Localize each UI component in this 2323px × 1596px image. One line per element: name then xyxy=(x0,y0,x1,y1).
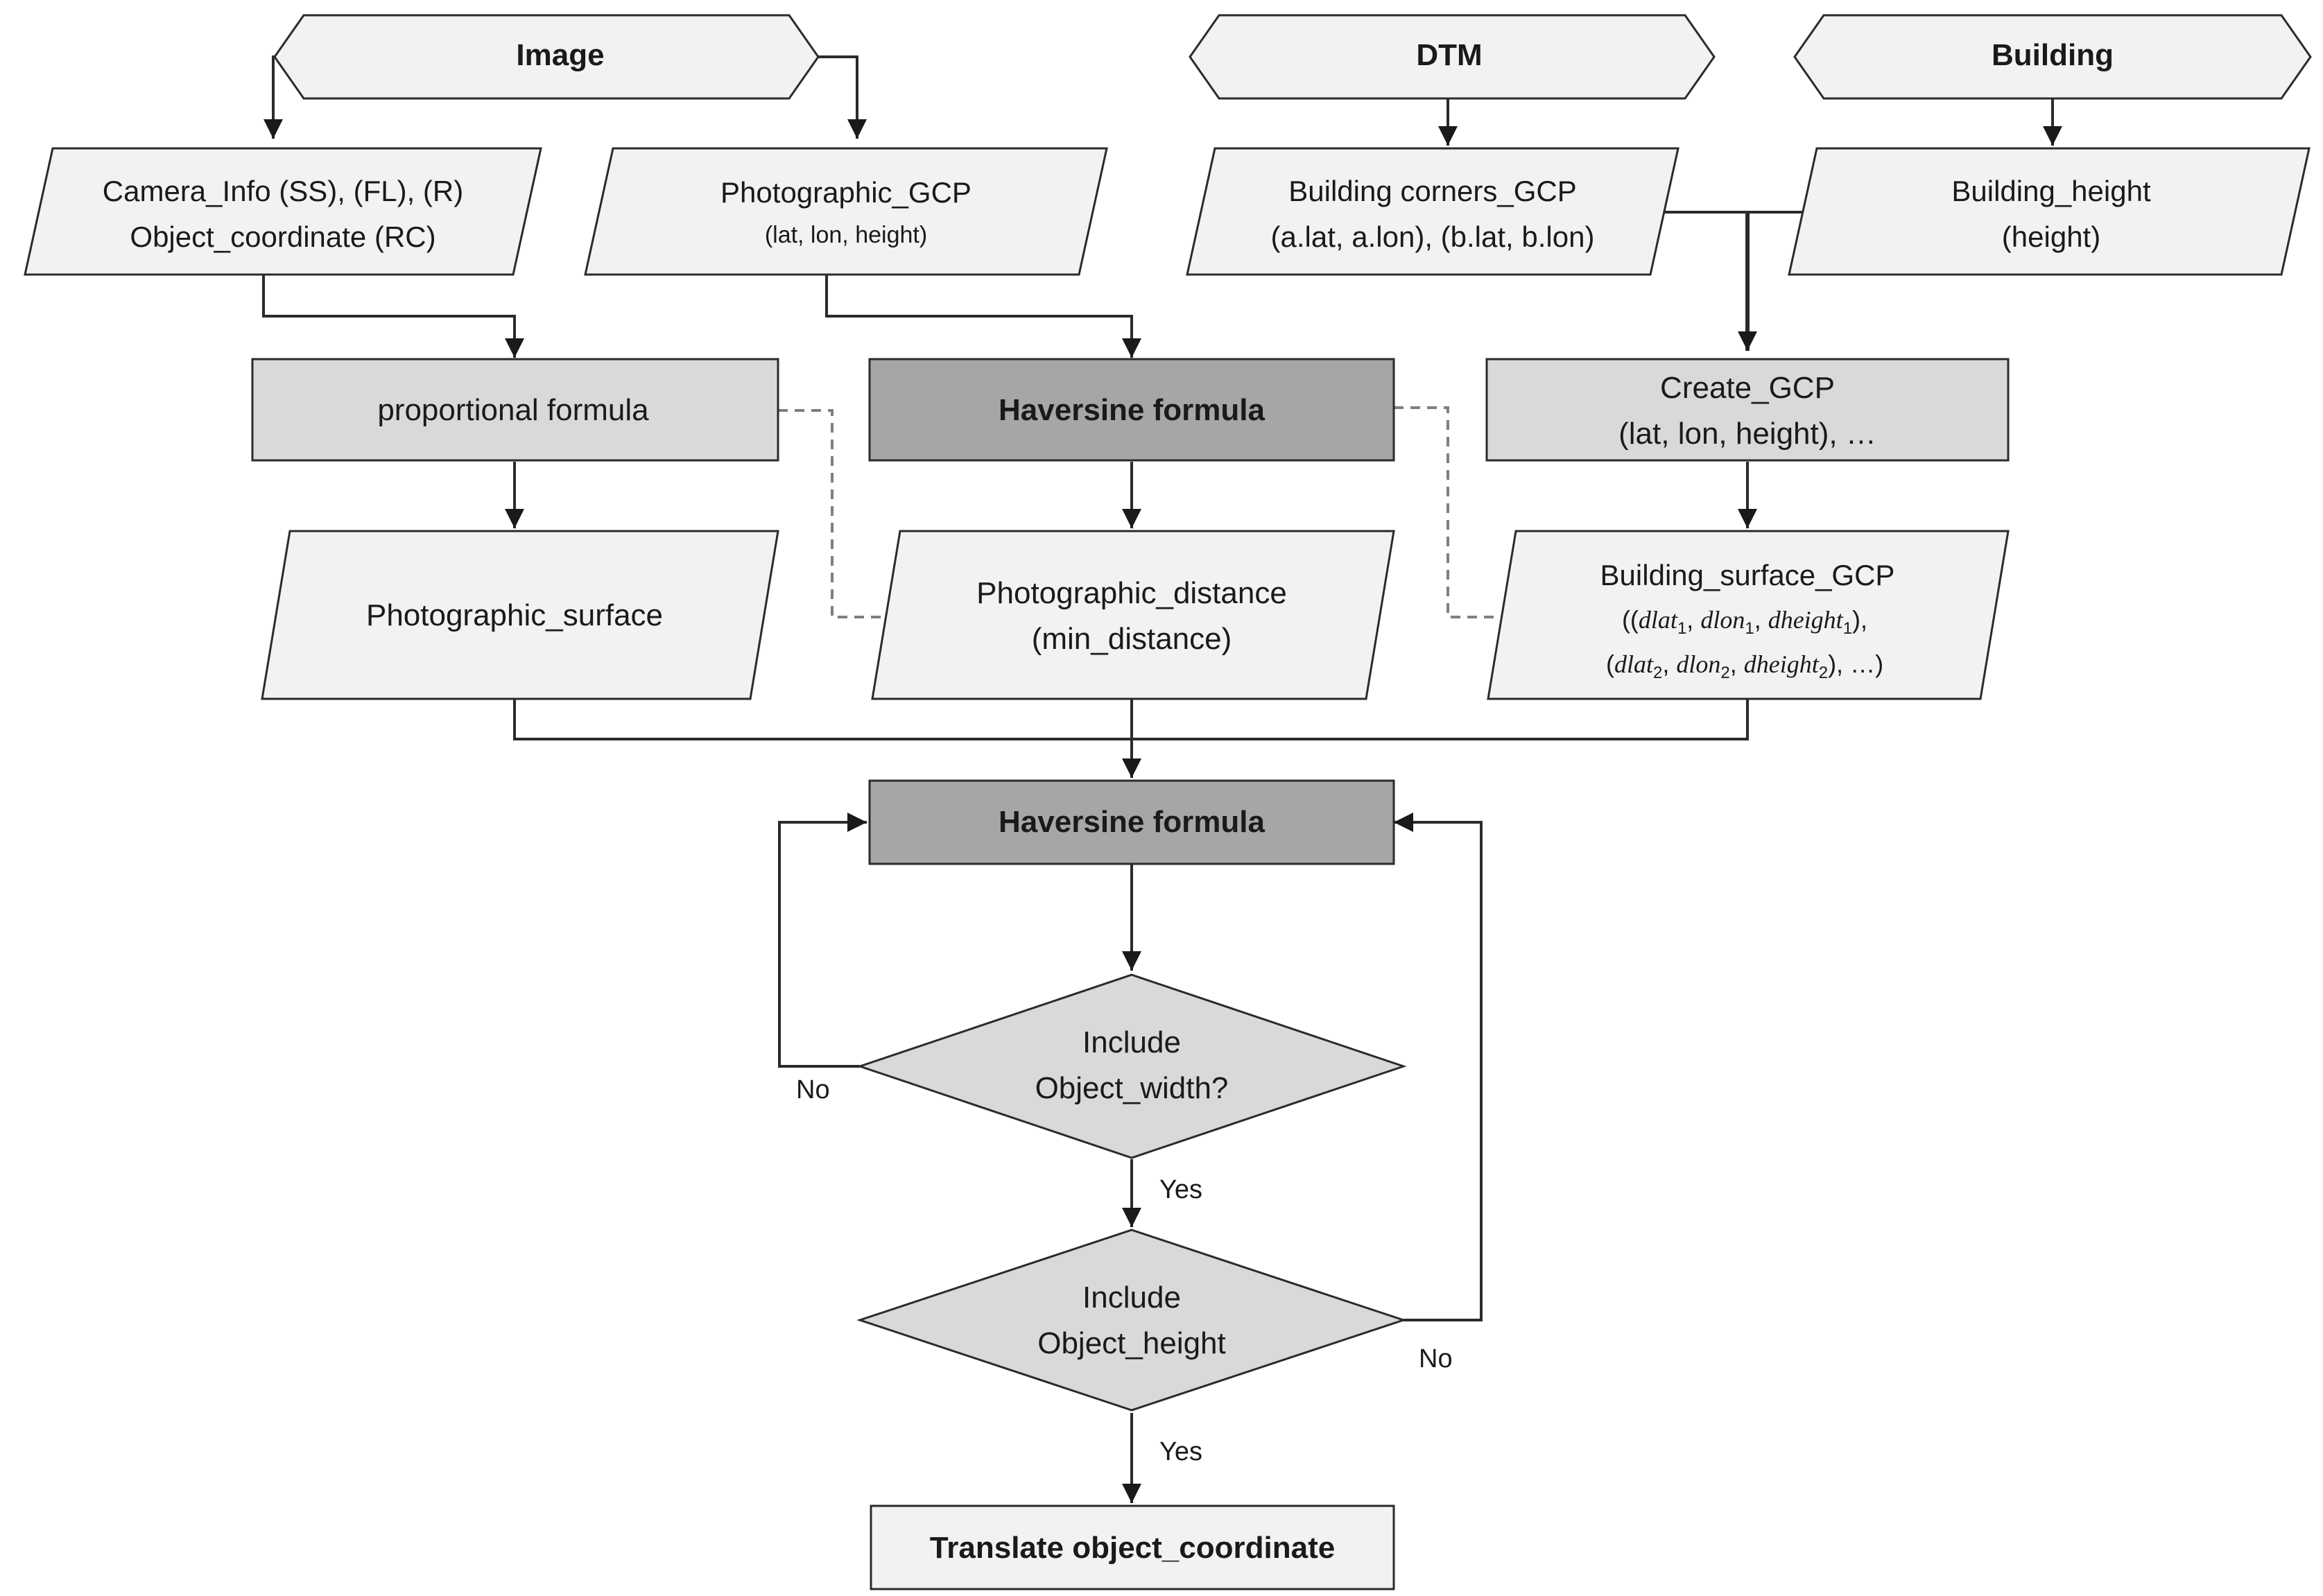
corners-line1: Building corners_GCP xyxy=(1288,175,1577,207)
connectors xyxy=(262,55,2062,1503)
data-photographic-gcp: Photographic_GCP (lat, lon, height) xyxy=(584,147,1108,276)
input-building: Building xyxy=(1793,14,2312,100)
bsurface-line1: Building_surface_GCP xyxy=(1600,559,1895,591)
data-building-surface: Building_surface_GCP ((dlat1, dlon1, dhe… xyxy=(1487,530,2010,700)
data-building-corners: Building corners_GCP (a.lat, a.lon), (b.… xyxy=(1186,147,1679,276)
bsurface-dlat-1: dlat xyxy=(1639,606,1678,634)
bsurface-dlat-2: dlat xyxy=(1614,650,1654,678)
decision-object-height: Include Object_height xyxy=(856,1229,1407,1412)
photo-distance-line2: (min_distance) xyxy=(1032,622,1232,656)
haversine1-label: Haversine formula xyxy=(999,393,1265,427)
process-proportional: proportional formula xyxy=(251,358,779,462)
camera-info-line2: Object_coordinate (RC) xyxy=(130,220,435,253)
edge-photo-gcp-to-haversine xyxy=(825,275,1141,358)
dashed-links xyxy=(778,406,1505,618)
bsurface-ellipsis: … xyxy=(1850,650,1875,678)
bheight-line2: (height) xyxy=(2002,220,2100,253)
process-haversine-1: Haversine formula xyxy=(868,358,1395,462)
bsurface-line2: ((dlat1, dlon1, dheight1), xyxy=(1622,605,1867,638)
corners-line2: (a.lat, a.lon), (b.lat, b.lon) xyxy=(1271,220,1595,253)
input-image: Image xyxy=(273,14,820,100)
label-height-yes: Yes xyxy=(1159,1437,1202,1466)
bsurface-dlon-2: dlon xyxy=(1676,650,1720,678)
bsurface-dheight-1: dheight xyxy=(1768,606,1844,634)
data-photographic-distance: Photographic_distance (min_distance) xyxy=(871,530,1395,700)
dashed-proportional-distance xyxy=(778,409,890,618)
data-photographic-surface: Photographic_surface xyxy=(261,530,779,700)
photo-gcp-line2: (lat, lon, height) xyxy=(765,222,927,248)
edge-width-no-loop xyxy=(778,813,867,1068)
dashed-haversine-bsurface xyxy=(1394,406,1505,618)
bsurface-dheight-2: dheight xyxy=(1744,650,1820,678)
edge-image-to-photo-gcp xyxy=(818,55,867,139)
data-building-height: Building_height (height) xyxy=(1788,147,2311,276)
bsurface-sub-2a: 2 xyxy=(1653,663,1662,682)
bsurface-dlon-1: dlon xyxy=(1700,606,1745,634)
photo-distance-line1: Photographic_distance xyxy=(976,576,1287,610)
edge-camera-to-proportional xyxy=(262,275,524,358)
width-line2: Object_width? xyxy=(1035,1071,1229,1105)
bsurface-line3: (dlat2, dlon2, dheight2), …) xyxy=(1606,650,1883,682)
input-image-label: Image xyxy=(516,38,604,72)
edge-height-no-loop xyxy=(1394,813,1483,1321)
camera-info-line1: Camera_Info (SS), (FL), (R) xyxy=(103,175,463,207)
bsurface-sub-1c: 1 xyxy=(1843,619,1852,638)
decision-object-width: Include Object_width? xyxy=(856,973,1407,1159)
bsurface-sub-1a: 1 xyxy=(1677,619,1686,638)
photo-gcp-line1: Photographic_GCP xyxy=(720,176,971,209)
height-line1: Include xyxy=(1082,1281,1181,1315)
output-label: Translate object_coordinate xyxy=(930,1531,1335,1565)
bsurface-sub-2b: 2 xyxy=(1720,663,1729,682)
proportional-label: proportional formula xyxy=(377,393,649,427)
data-camera-info: Camera_Info (SS), (FL), (R) Object_coord… xyxy=(24,147,542,276)
input-dtm-label: DTM xyxy=(1416,38,1482,72)
process-create-gcp: Create_GCP (lat, lon, height), … xyxy=(1485,358,2010,462)
input-building-label: Building xyxy=(1992,38,2114,72)
input-dtm: DTM xyxy=(1189,14,1716,100)
bheight-line1: Building_height xyxy=(1951,175,2151,207)
bsurface-sub-2c: 2 xyxy=(1819,663,1828,682)
output-translate: Translate object_coordinate xyxy=(870,1504,1395,1590)
photo-surface-label: Photographic_surface xyxy=(366,598,663,632)
bsurface-sub-1b: 1 xyxy=(1745,619,1754,638)
height-line2: Object_height xyxy=(1037,1326,1226,1360)
label-width-no: No xyxy=(796,1075,830,1104)
label-width-yes: Yes xyxy=(1159,1175,1202,1204)
width-line1: Include xyxy=(1082,1025,1181,1059)
create-gcp-line1: Create_GCP xyxy=(1660,371,1835,405)
label-height-no: No xyxy=(1419,1344,1453,1373)
haversine2-label: Haversine formula xyxy=(999,805,1265,839)
create-gcp-line2: (lat, lon, height), … xyxy=(1618,417,1876,451)
process-haversine-2: Haversine formula xyxy=(868,779,1395,865)
